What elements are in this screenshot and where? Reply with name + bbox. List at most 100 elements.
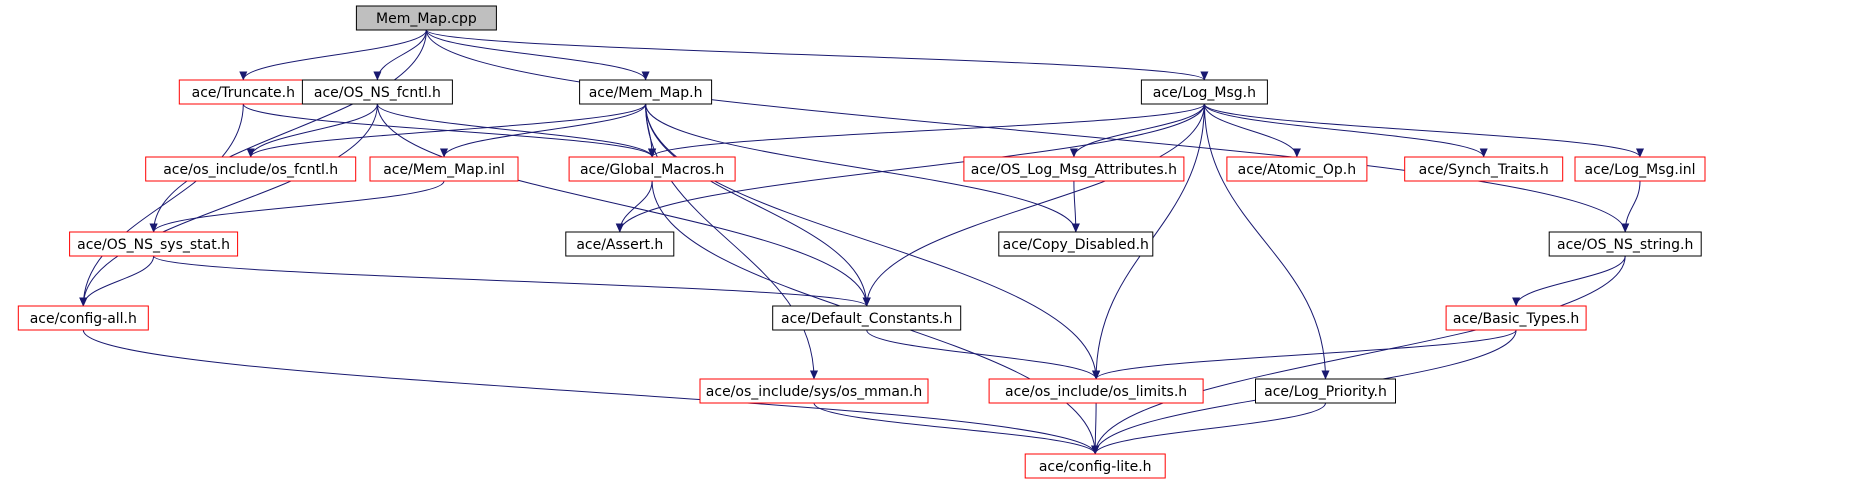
node-box-log_priority_h[interactable] (1255, 378, 1396, 404)
node-label-os_ns_sys_stat_h: ace/OS_NS_sys_stat.h (77, 237, 230, 253)
node-global_macros_h[interactable]: ace/Global_Macros.h (568, 156, 736, 182)
node-box-mem_map_inl[interactable] (369, 156, 519, 182)
edge-mem_map_cpp-to-truncate_h (239, 29, 427, 81)
edge-log_msg_inl-to-os_ns_string_h (1621, 180, 1641, 233)
node-default_constants_h[interactable]: ace/Default_Constants.h (772, 305, 962, 331)
node-box-os_fcntl_h[interactable] (145, 156, 357, 182)
node-label-mem_map_h: ace/Mem_Map.h (589, 85, 703, 101)
node-box-log_msg_inl[interactable] (1574, 156, 1706, 182)
edge-log_msg_h-to-os_log_msg_attr_h (1069, 103, 1205, 158)
node-box-os_mman_h[interactable] (699, 378, 929, 404)
edge-mem_map_cpp-to-mem_map_h (425, 29, 650, 81)
edge-os_limits_h-to-config_lite_h (1091, 402, 1100, 455)
node-os_fcntl_h[interactable]: ace/os_include/os_fcntl.h (145, 156, 357, 182)
edge-mem_map_h-to-mem_map_inl (440, 103, 647, 158)
node-box-log_msg_h[interactable] (1140, 79, 1268, 105)
node-label-log_msg_h: ace/Log_Msg.h (1153, 85, 1256, 101)
node-box-os_ns_sys_stat_h[interactable] (69, 231, 239, 257)
node-label-default_constants_h: ace/Default_Constants.h (781, 311, 952, 327)
node-log_msg_h[interactable]: ace/Log_Msg.h (1140, 79, 1268, 105)
node-label-copy_disabled_h: ace/Copy_Disabled.h (1003, 237, 1149, 253)
edge-mem_map_cpp-to-os_ns_fcntl_h (373, 29, 427, 81)
node-label-os_mman_h: ace/os_include/sys/os_mman.h (706, 384, 922, 400)
edge-os_ns_string_h-to-basic_types_h (1512, 255, 1626, 307)
edge-log_priority_h-to-config_lite_h (1091, 402, 1326, 455)
node-box-assert_h[interactable] (565, 231, 675, 257)
edge-mem_map_inl-to-os_ns_sys_stat_h (149, 180, 445, 233)
edge-config_all_h-to-config_lite_h (82, 329, 1100, 455)
node-label-config_all_h: ace/config-all.h (30, 311, 137, 327)
edge-log_msg_h-to-synch_traits_h (1203, 103, 1488, 158)
node-label-truncate_h: ace/Truncate.h (192, 85, 295, 101)
node-os_limits_h[interactable]: ace/os_include/os_limits.h (988, 378, 1204, 404)
node-box-os_ns_string_h[interactable] (1548, 231, 1702, 257)
edge-os_log_msg_attr_h-to-copy_disabled_h (1071, 180, 1080, 233)
node-atomic_op_h[interactable]: ace/Atomic_Op.h (1226, 156, 1368, 182)
node-label-os_ns_string_h: ace/OS_NS_string.h (1557, 237, 1693, 253)
edge-log_msg_h-to-assert_h (615, 103, 1205, 233)
node-os_ns_string_h[interactable]: ace/OS_NS_string.h (1548, 231, 1702, 257)
node-box-os_ns_fcntl_h[interactable] (301, 79, 453, 105)
node-truncate_h[interactable]: ace/Truncate.h (178, 79, 308, 105)
edge-os_ns_fcntl_h-to-global_macros_h (376, 103, 657, 158)
node-config_all_h[interactable]: ace/config-all.h (17, 305, 149, 331)
node-label-assert_h: ace/Assert.h (576, 237, 663, 253)
node-label-basic_types_h: ace/Basic_Types.h (1453, 311, 1579, 327)
node-box-basic_types_h[interactable] (1445, 305, 1587, 331)
edge-os_ns_fcntl_h-to-default_constants_h (376, 103, 871, 307)
nodes-layer: Mem_Map.cpp ace/Truncate.h ace/OS_NS_fcntl… (17, 5, 1706, 479)
node-mem_map_h[interactable]: ace/Mem_Map.h (579, 79, 713, 105)
node-box-truncate_h[interactable] (178, 79, 308, 105)
node-os_mman_h[interactable]: ace/os_include/sys/os_mman.h (699, 378, 929, 404)
node-box-os_limits_h[interactable] (988, 378, 1204, 404)
node-label-log_priority_h: ace/Log_Priority.h (1264, 384, 1387, 400)
node-os_log_msg_attr_h[interactable]: ace/OS_Log_Msg_Attributes.h (963, 156, 1185, 182)
node-box-atomic_op_h[interactable] (1226, 156, 1368, 182)
node-log_msg_inl[interactable]: ace/Log_Msg.inl (1574, 156, 1706, 182)
node-box-config_lite_h[interactable] (1024, 453, 1166, 479)
edge-mem_map_h-to-copy_disabled_h (645, 103, 1080, 233)
node-box-global_macros_h[interactable] (568, 156, 736, 182)
edge-log_msg_h-to-atomic_op_h (1203, 103, 1301, 158)
node-label-atomic_op_h: ace/Atomic_Op.h (1238, 162, 1356, 178)
edge-os_ns_sys_stat_h-to-default_constants_h (153, 255, 871, 307)
edge-mem_map_cpp-to-os_ns_string_h (425, 29, 1630, 233)
edge-default_constants_h-to-os_limits_h (866, 329, 1101, 380)
node-label-os_fcntl_h: ace/os_include/os_fcntl.h (163, 162, 338, 178)
node-os_ns_fcntl_h[interactable]: ace/OS_NS_fcntl.h (301, 79, 453, 105)
node-box-default_constants_h[interactable] (772, 305, 962, 331)
node-mem_map_cpp[interactable]: Mem_Map.cpp (355, 5, 497, 31)
node-box-config_all_h[interactable] (17, 305, 149, 331)
node-label-global_macros_h: ace/Global_Macros.h (580, 162, 724, 178)
edge-log_msg_h-to-log_priority_h (1203, 103, 1330, 380)
edge-mem_map_h-to-os_limits_h (645, 103, 1101, 380)
edge-os_mman_h-to-config_lite_h (813, 402, 1100, 455)
node-box-synch_traits_h[interactable] (1404, 156, 1564, 182)
edge-os_ns_fcntl_h-to-os_fcntl_h (246, 103, 378, 158)
node-box-mem_map_h[interactable] (579, 79, 713, 105)
node-box-os_log_msg_attr_h[interactable] (963, 156, 1185, 182)
node-copy_disabled_h[interactable]: ace/Copy_Disabled.h (998, 231, 1154, 257)
node-label-os_ns_fcntl_h: ace/OS_NS_fcntl.h (314, 85, 441, 101)
node-os_ns_sys_stat_h[interactable]: ace/OS_NS_sys_stat.h (69, 231, 239, 257)
node-label-mem_map_cpp: Mem_Map.cpp (376, 11, 477, 27)
node-config_lite_h[interactable]: ace/config-lite.h (1024, 453, 1166, 479)
node-basic_types_h[interactable]: ace/Basic_Types.h (1445, 305, 1587, 331)
edge-log_msg_h-to-global_macros_h (648, 103, 1205, 158)
node-mem_map_inl[interactable]: ace/Mem_Map.inl (369, 156, 519, 182)
node-log_priority_h[interactable]: ace/Log_Priority.h (1255, 378, 1396, 404)
edge-os_ns_string_h-to-config_lite_h (1091, 255, 1626, 455)
node-box-copy_disabled_h[interactable] (998, 231, 1154, 257)
node-label-log_msg_inl: ace/Log_Msg.inl (1585, 162, 1696, 178)
edge-os_ns_fcntl_h-to-config_all_h (79, 103, 378, 307)
edge-mem_map_cpp-to-os_ns_sys_stat_h (149, 29, 427, 233)
edge-os_ns_sys_stat_h-to-config_all_h (79, 255, 155, 307)
node-synch_traits_h[interactable]: ace/Synch_Traits.h (1404, 156, 1564, 182)
edge-log_msg_h-to-log_msg_inl (1203, 103, 1644, 158)
node-label-mem_map_inl: ace/Mem_Map.inl (383, 162, 505, 178)
node-assert_h[interactable]: ace/Assert.h (565, 231, 675, 257)
edge-mem_map_cpp-to-log_msg_h (425, 29, 1209, 81)
edge-log_msg_h-to-default_constants_h (862, 103, 1205, 307)
node-box-mem_map_cpp[interactable] (355, 5, 497, 31)
